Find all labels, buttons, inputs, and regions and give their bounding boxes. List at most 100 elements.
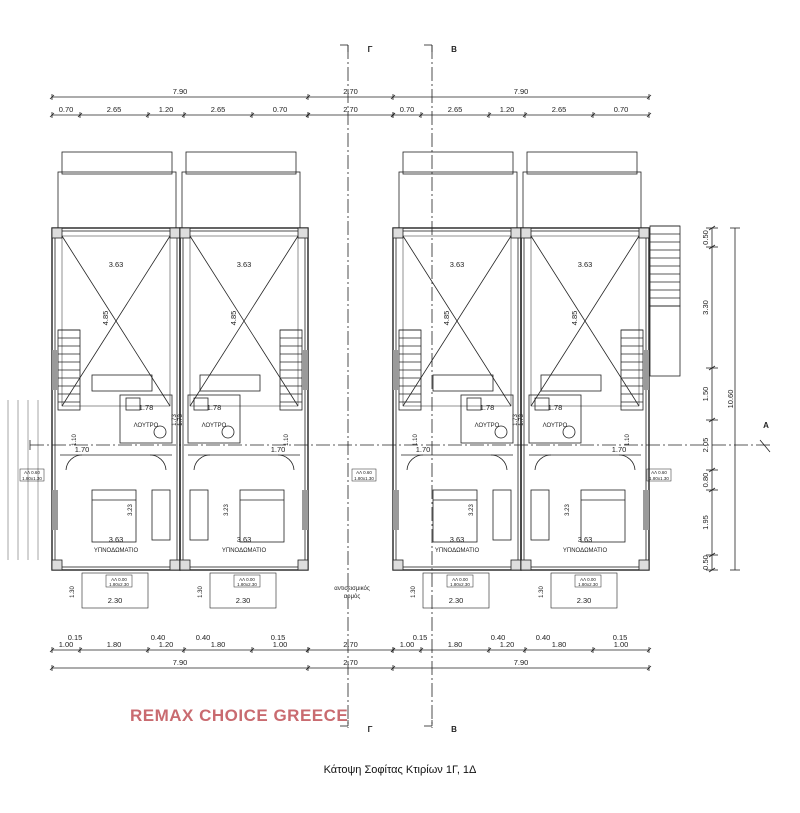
door-swing [618,454,636,471]
wall-hatch [643,490,649,530]
right-dim-text: 3.30 [701,300,710,315]
column [392,227,404,239]
wc [494,425,508,439]
washbasin [534,397,550,411]
room-depth-text: 4.85 [570,311,579,326]
bath-width-text: 1.78 [548,403,563,412]
door-swing [193,454,211,471]
bedroom-label: ΥΠΝΟΔΩΜΑΤΙΟ [435,548,480,554]
room-width-text: 3.63 [237,260,252,269]
balcony-width-text: 2.30 [577,596,592,605]
bottom-row1-right-text: 0.15 [613,633,628,642]
column [179,559,191,571]
section-mark-bottom: Β [451,725,457,734]
bedroom-width-text: 3.63 [109,535,124,544]
bathroom [187,394,241,444]
open-void [61,235,171,407]
unit-outline [520,227,650,571]
void-diagonal [189,235,299,407]
top-overall-dim-text: 2.70 [343,87,358,96]
top-detail-right-dim-text: 2.65 [448,105,463,114]
balcony-width-text: 2.30 [236,596,251,605]
top-overall-dim-text: 7.90 [514,87,529,96]
column [297,559,309,571]
bed [239,489,285,543]
wc [562,425,576,439]
wall-hatch [393,490,399,530]
bottom-overall-dim-text: 7.90 [173,658,188,667]
room-width-text: 3.63 [450,260,465,269]
small-depth-text: 1.10 [284,434,290,446]
top-detail-left-dim-text: 1.20 [159,105,174,114]
bottom-row2-left-dim-text: 1.80 [211,640,226,649]
room-width-text: 3.63 [109,260,124,269]
bath-width-text: 1.78 [139,403,154,412]
top-detail-left-dim-text: 0.70 [59,105,74,114]
wc [221,425,235,439]
bottom-row1-right-text: 0.40 [536,633,551,642]
stair-dim-text: 3.23 [128,504,134,516]
door-swing [406,454,424,471]
stair-dim-text: 3.23 [469,504,475,516]
corridor-text: 1.70 [612,445,627,454]
bath-label: ΛΟΥΤΡΟ [543,423,568,429]
balcony-depth-text: 1.30 [411,586,417,598]
bottom-row1-right-text: 0.40 [491,633,506,642]
bed [432,489,478,543]
drawing-caption: Κάτοψη Σοφίτας Κτιρίων 1Γ, 1Δ [323,764,477,776]
column [510,227,522,239]
right-dim-text: 0.80 [701,473,710,488]
bottom-row2-left-dim-text: 1.20 [159,640,174,649]
right-dim-text: 0.50 [701,555,710,570]
door-tag-box [105,574,133,588]
wall-hatch [302,350,308,390]
open-void [402,235,512,407]
window-tag-line1: ΑΛ 0.60 [24,470,40,475]
wardrobe [189,489,209,541]
small-depth-text: 1.10 [72,434,78,446]
unit-outline [51,227,181,571]
bathroom [119,394,173,444]
section-mark-top: Γ [368,45,373,54]
balcony-width-text: 2.30 [108,596,123,605]
door-tag-box [233,574,261,588]
window-tag-line1: ΑΛ 0.60 [356,470,372,475]
bath-depth-text: 1.73 [513,414,519,426]
top-detail-right-dim-text: 0.70 [400,105,415,114]
section-mark-bottom: Γ [368,725,373,734]
bath-depth-text: 1.73 [519,414,525,426]
open-void [530,235,640,407]
bath-label: ΛΟΥΤΡΟ [475,423,500,429]
roof-terrace [398,171,518,229]
wardrobe [492,489,512,541]
window-tag-box [646,468,672,482]
bottom-row2-right-dim-text: 1.20 [500,640,515,649]
section-mark-right: Α [763,421,769,430]
void-diagonal [530,235,640,407]
door-swing [490,454,508,471]
window-tag-line2: 1.80x1.30 [22,476,42,481]
stair-dim-text: 3.23 [224,504,230,516]
top-overall-dim-text: 7.90 [173,87,188,96]
bath-width-text: 1.78 [480,403,495,412]
wall-hatch [643,350,649,390]
bed [580,489,626,543]
balcony-depth-text: 1.30 [70,586,76,598]
top-detail-right-dim-text: 2.65 [552,105,567,114]
bottom-row2-left-dim-text: 1.00 [273,640,288,649]
washbasin [125,397,141,411]
bath-width-text: 1.78 [207,403,222,412]
roof-parapet [526,151,638,175]
top-detail-right-dim-text: 1.20 [500,105,515,114]
bedroom-width-text: 3.63 [450,535,465,544]
roof-terrace [522,171,642,229]
column [169,559,181,571]
column [510,559,522,571]
bed [91,489,137,543]
open-void [189,235,299,407]
column [297,227,309,239]
unit-inner [182,230,306,568]
bottom-overall-dim-text: 2.70 [343,658,358,667]
bedroom-label: ΥΠΝΟΔΩΜΑΤΙΟ [222,548,267,554]
